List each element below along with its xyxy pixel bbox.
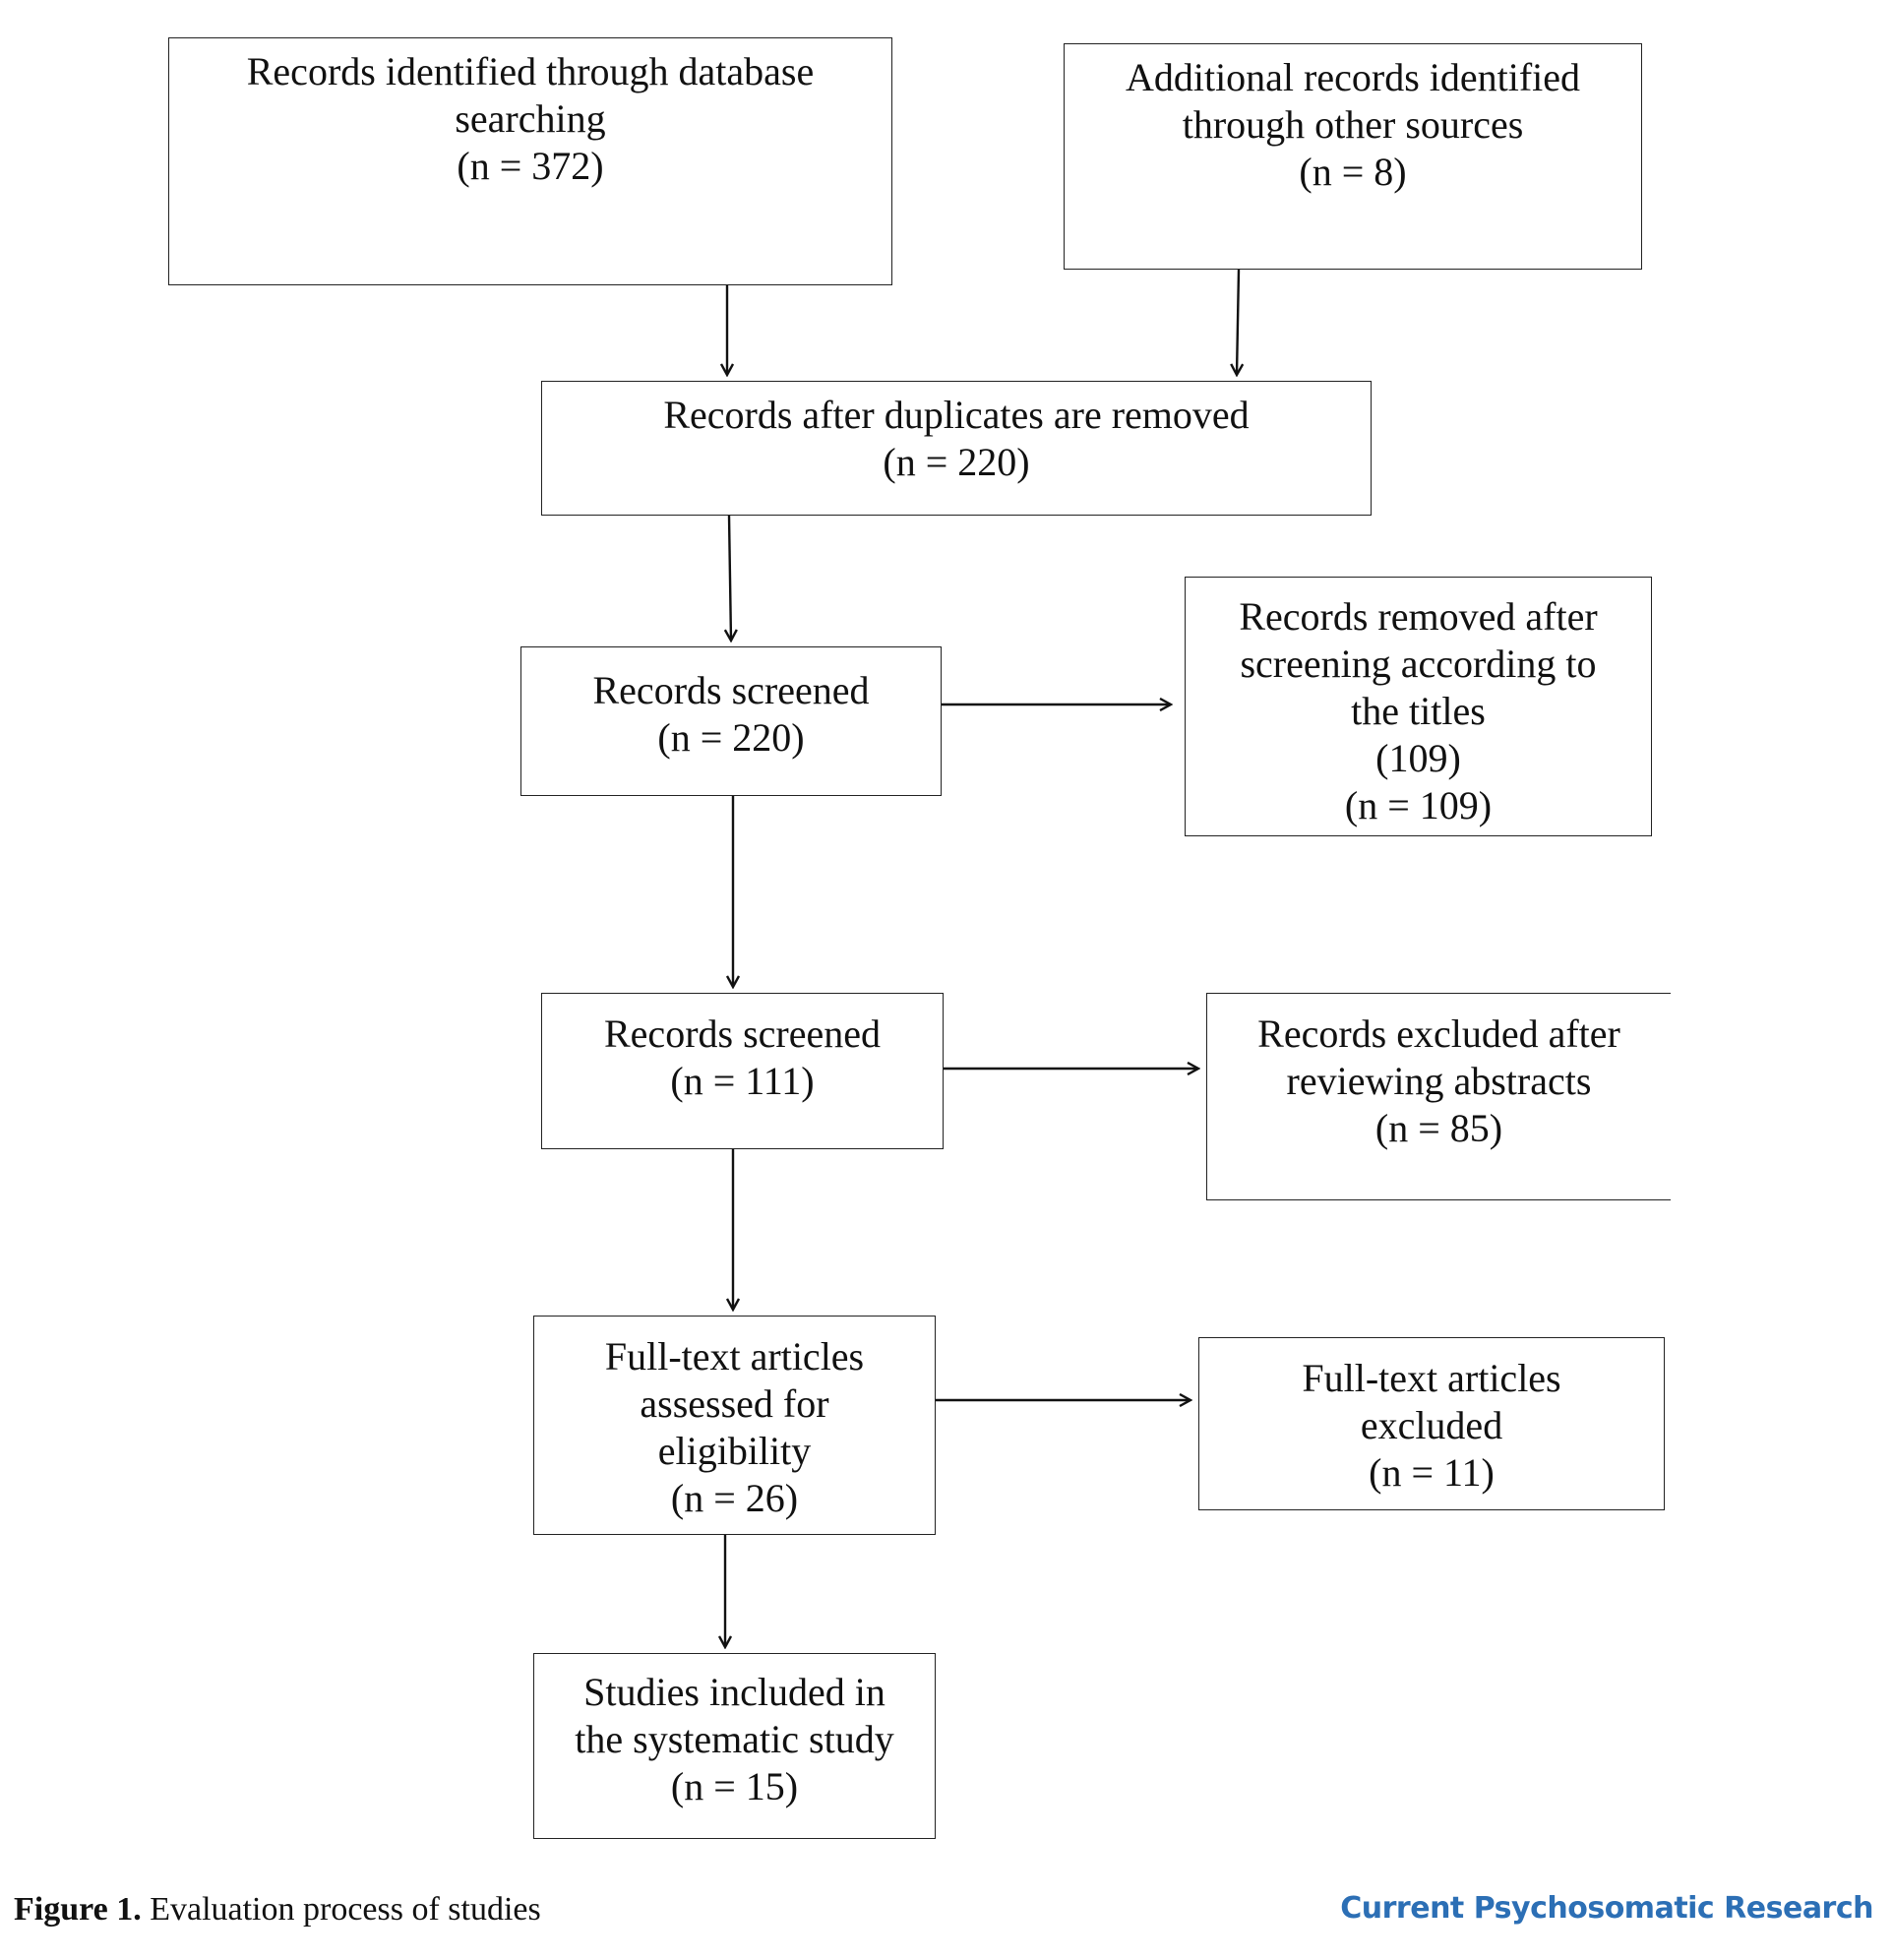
box-line: (n = 26) — [670, 1476, 799, 1520]
box-line: excluded — [1360, 1403, 1503, 1447]
box-line: Records excluded after — [1257, 1011, 1620, 1056]
box-line: the titles — [1351, 689, 1486, 733]
journal-brand: Current Psychosomatic Research — [1340, 1891, 1873, 1926]
records-excluded-abstracts-box: Records excluded after reviewing abstrac… — [1206, 993, 1671, 1200]
records-removed-titles-box: Records removed after screening accordin… — [1185, 577, 1652, 836]
box-line: eligibility — [657, 1429, 812, 1473]
box-line: Studies included in — [583, 1670, 885, 1714]
records-screened-box: Records screened (n = 220) — [520, 646, 942, 796]
box-line: (n = 15) — [670, 1764, 799, 1808]
box-line: Records removed after — [1239, 594, 1598, 639]
additional-records-box: Additional records identified through ot… — [1064, 43, 1642, 270]
box-line: the systematic study — [575, 1717, 894, 1761]
box-line: (109) — [1375, 736, 1461, 780]
box-line: Additional records identified — [1125, 55, 1581, 99]
full-text-excluded-box: Full-text articles excluded (n = 11) — [1198, 1337, 1665, 1510]
box-line: Full-text articles — [604, 1334, 865, 1378]
arrow-other-to-dedup — [1237, 269, 1239, 375]
box-line: Records screened — [604, 1011, 881, 1056]
full-text-assessed-box: Full-text articles assessed for eligibil… — [533, 1316, 936, 1535]
box-line: Records identified through database — [246, 49, 815, 93]
studies-included-box: Studies included in the systematic study… — [533, 1653, 936, 1839]
records-after-duplicates-box: Records after duplicates are removed (n … — [541, 381, 1372, 516]
records-screened-second-box: Records screened (n = 111) — [541, 993, 944, 1149]
box-line: (n = 372) — [457, 144, 604, 188]
records-identified-database-box: Records identified through database sear… — [168, 37, 892, 285]
box-line: (n = 220) — [657, 715, 805, 760]
box-line: searching — [455, 96, 606, 141]
box-line: Full-text articles — [1302, 1356, 1561, 1400]
box-line: assessed for — [640, 1381, 829, 1426]
box-line: (n = 111) — [670, 1059, 815, 1103]
box-line: Records screened — [592, 668, 870, 712]
box-line: (n = 85) — [1374, 1106, 1503, 1150]
figure-caption-text: Evaluation process of studies — [141, 1891, 541, 1928]
box-line: (n = 8) — [1299, 150, 1407, 194]
box-line: Records after duplicates are removed — [663, 393, 1250, 437]
box-line: (n = 109) — [1344, 783, 1493, 827]
figure-caption: Figure 1. Evaluation process of studies — [14, 1891, 541, 1929]
box-line: (n = 220) — [883, 440, 1030, 484]
box-line: screening according to — [1240, 642, 1597, 686]
box-line: reviewing abstracts — [1286, 1059, 1592, 1103]
arrow-dedup-to-screened1 — [729, 515, 731, 641]
figure-label: Figure 1. — [14, 1891, 142, 1928]
box-line: through other sources — [1182, 102, 1524, 147]
box-line: (n = 11) — [1369, 1450, 1495, 1495]
